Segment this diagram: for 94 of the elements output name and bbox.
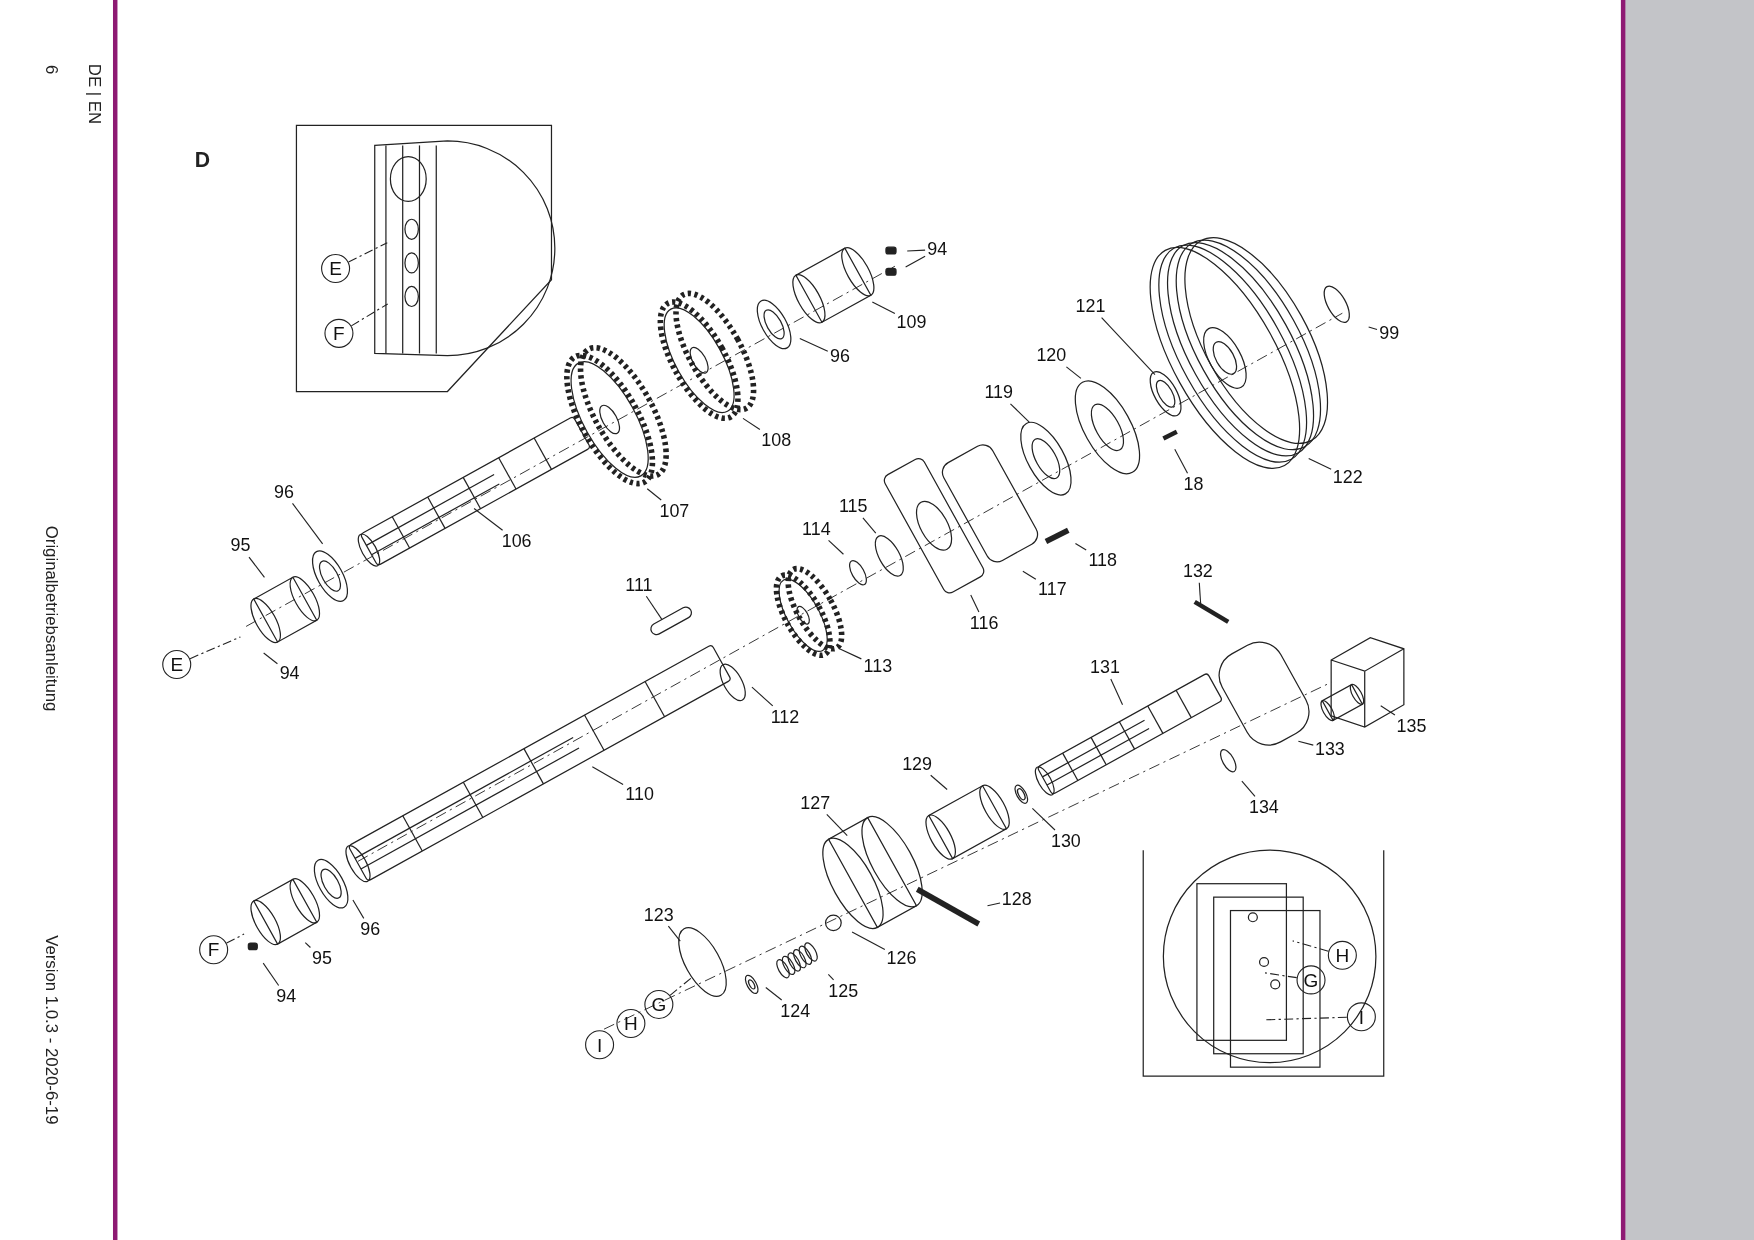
callout-number: 109 xyxy=(896,312,927,333)
callout-number: 128 xyxy=(1001,889,1032,910)
leader-line xyxy=(645,595,663,621)
leader-line xyxy=(1264,972,1298,979)
callout-number: 95 xyxy=(312,948,332,969)
callout-number: 94 xyxy=(927,239,948,260)
callout-number: 110 xyxy=(625,784,654,805)
leader-line xyxy=(262,962,280,987)
leader-line xyxy=(871,301,896,314)
leader-line xyxy=(248,556,265,578)
callout-number: 111 xyxy=(625,574,653,596)
callout-number: 108 xyxy=(761,430,792,451)
leader-line xyxy=(765,986,783,1001)
leader-line xyxy=(851,931,886,951)
callout-number: 129 xyxy=(902,753,933,775)
callout-number: 122 xyxy=(1332,467,1363,488)
leader-line xyxy=(970,594,980,613)
callout-number: 96 xyxy=(830,346,850,367)
leader-line xyxy=(1292,940,1329,952)
callout-number: 117 xyxy=(1038,579,1067,600)
callout-number: 114 xyxy=(802,519,831,540)
callout-number: 127 xyxy=(800,793,831,814)
callout-number: 132 xyxy=(1182,561,1213,582)
leader-line xyxy=(826,813,848,837)
leader-line xyxy=(827,973,835,981)
leader-line xyxy=(226,933,245,944)
leader-line xyxy=(591,766,624,786)
callout-number: 96 xyxy=(360,919,381,940)
leader-line xyxy=(751,686,774,707)
leader-line xyxy=(348,242,388,263)
callout-number: 107 xyxy=(659,501,690,522)
callout-number: 116 xyxy=(969,613,999,634)
leader-line xyxy=(930,774,948,791)
callout-number: 121 xyxy=(1075,296,1106,317)
leader-line xyxy=(646,488,662,501)
section-letter: D xyxy=(194,147,210,173)
callout-number: 133 xyxy=(1314,739,1345,760)
leader-line xyxy=(350,303,389,327)
leader-line xyxy=(1009,403,1030,423)
leader-line xyxy=(862,517,877,534)
callout-number: 95 xyxy=(230,535,251,556)
leader-line xyxy=(1031,807,1056,831)
leader-line xyxy=(669,976,694,996)
language-code: DE | EN xyxy=(85,63,105,125)
callout-number: 18 xyxy=(1183,474,1204,495)
manual-title: Originalbetriebsanleitung xyxy=(43,525,63,712)
leader-line xyxy=(667,925,681,942)
leader-line xyxy=(473,507,504,531)
leader-line xyxy=(742,417,761,431)
leader-line xyxy=(263,652,278,665)
leader-line xyxy=(1198,582,1202,604)
callout-number: 99 xyxy=(1379,323,1400,344)
callout-number: 96 xyxy=(274,482,294,503)
leader-line xyxy=(906,249,926,252)
callout-number: 112 xyxy=(770,706,800,728)
callout-number: 118 xyxy=(1088,550,1117,571)
leader-line xyxy=(1368,326,1378,331)
leader-line xyxy=(1022,570,1037,580)
callout-number: 135 xyxy=(1396,715,1427,737)
leader-line xyxy=(189,636,241,660)
leader-line xyxy=(1110,678,1124,706)
callout-number: 126 xyxy=(886,948,917,969)
leader-line xyxy=(1065,366,1082,379)
leader-line xyxy=(1241,780,1256,797)
callout-number: 113 xyxy=(863,656,893,677)
leader-line xyxy=(291,502,324,545)
leader-line xyxy=(838,647,862,660)
leader-line xyxy=(905,255,926,268)
leader-line xyxy=(1380,705,1396,716)
leader-line xyxy=(986,902,1001,907)
callout-number: 134 xyxy=(1248,797,1279,818)
leader-line xyxy=(1074,542,1087,551)
leader-line xyxy=(1101,317,1156,376)
callout-number: 94 xyxy=(279,663,300,684)
callout-number: 125 xyxy=(828,981,859,1002)
leader-line xyxy=(1174,448,1189,474)
callout-number: 131 xyxy=(1090,657,1120,678)
callout-number: 130 xyxy=(1050,831,1081,852)
leader-line xyxy=(799,337,829,352)
leader-line xyxy=(1308,457,1332,470)
callout-number: 123 xyxy=(643,904,674,926)
callout-number: 94 xyxy=(276,986,297,1007)
version-note: Version 1.0.3 - 2020-6-19 xyxy=(43,934,63,1124)
leader-line xyxy=(1264,1016,1348,1021)
callout-number: 124 xyxy=(780,1001,811,1022)
callout-number: 120 xyxy=(1036,345,1067,366)
leader-line xyxy=(828,539,844,555)
leader-line xyxy=(304,942,311,949)
callout-number: 119 xyxy=(984,382,1013,403)
callout-number: 106 xyxy=(501,531,532,552)
page-number: 6 xyxy=(43,64,63,75)
callout-number: 115 xyxy=(838,496,868,517)
leader-line xyxy=(1297,740,1314,746)
leader-line xyxy=(352,899,365,919)
